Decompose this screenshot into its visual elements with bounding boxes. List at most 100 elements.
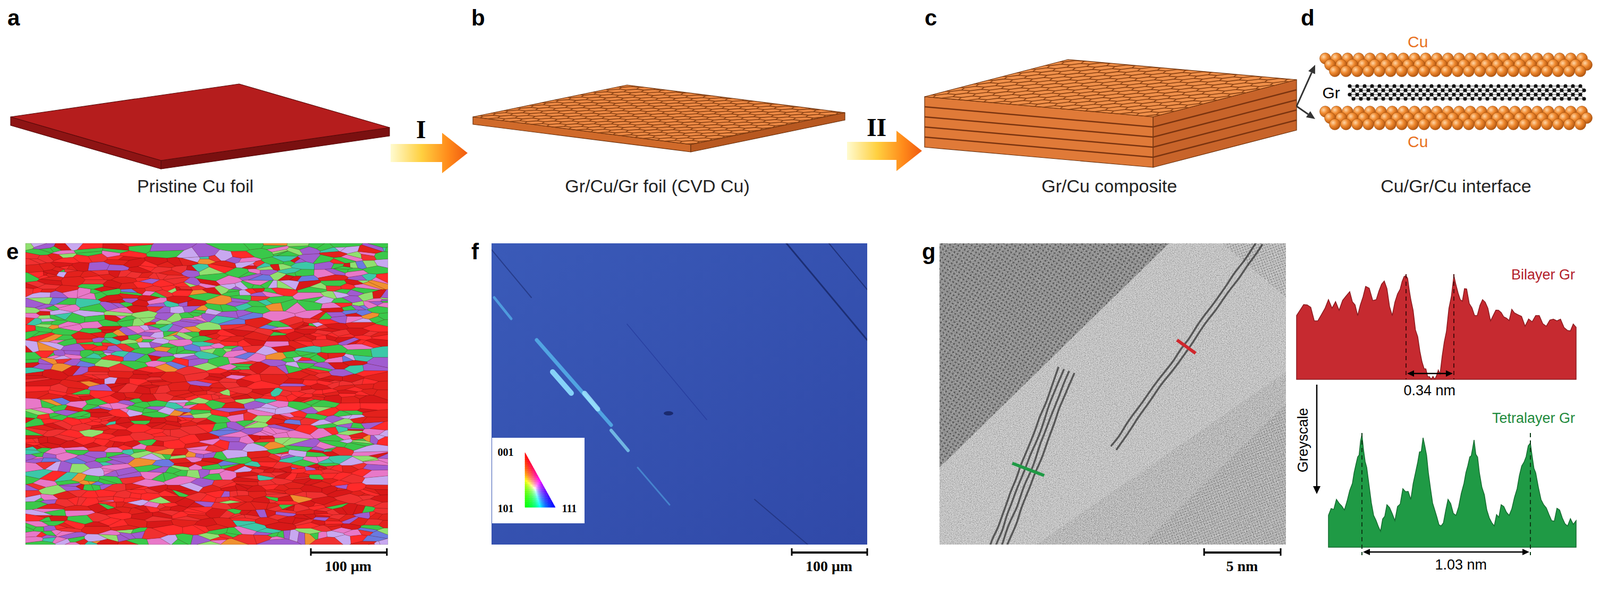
grain (326, 509, 341, 515)
color-key (540, 480, 542, 483)
grain (37, 284, 61, 290)
color-key (534, 477, 536, 480)
grain (339, 514, 356, 522)
grain (354, 335, 373, 341)
grain (372, 502, 388, 510)
grain (40, 289, 56, 293)
carbon-atom (1514, 96, 1519, 101)
grain (263, 243, 288, 246)
streak (754, 499, 808, 545)
grain (178, 286, 192, 290)
carbon-atom (1462, 96, 1467, 101)
color-key (538, 482, 540, 485)
grain (232, 369, 242, 372)
color-key (546, 491, 548, 494)
copper-atom (1385, 119, 1397, 131)
carbon-atom (1514, 88, 1519, 92)
grain (223, 532, 239, 538)
grain (25, 435, 45, 440)
copper-atom (1575, 65, 1587, 78)
streak (584, 393, 598, 410)
orientation-map (491, 243, 868, 545)
carbon-atom (1410, 88, 1415, 92)
grain (310, 519, 326, 526)
grain (98, 406, 113, 411)
grain (75, 454, 97, 463)
grain (251, 388, 276, 396)
grain (146, 302, 166, 308)
grain (166, 346, 178, 355)
grain (310, 481, 332, 489)
copper-atom (1351, 65, 1364, 78)
color-key (536, 477, 538, 480)
copper-atom (1363, 65, 1375, 78)
grain (367, 357, 388, 368)
grain (233, 481, 259, 487)
streak (627, 324, 707, 420)
grain (25, 252, 40, 259)
carbon-atom (1381, 88, 1385, 92)
coated-foil (472, 85, 845, 145)
grain (130, 531, 145, 539)
grain (135, 277, 151, 282)
grain (193, 460, 218, 467)
carbon-atom (1414, 83, 1419, 88)
streak (491, 249, 532, 298)
grain (294, 360, 319, 364)
color-key (535, 473, 537, 476)
carbon-atom (1407, 92, 1411, 97)
grain (128, 334, 143, 341)
grain (236, 378, 255, 388)
color-key (530, 461, 532, 464)
grain (229, 490, 238, 497)
grain (205, 333, 221, 340)
grain (302, 456, 319, 464)
grain (169, 454, 186, 460)
grain (290, 261, 315, 270)
grain (92, 433, 116, 440)
grain (316, 324, 329, 330)
grain (314, 261, 334, 270)
grain (152, 393, 174, 402)
color-key (544, 493, 546, 496)
grain (197, 278, 220, 286)
grain (151, 525, 183, 536)
color-key (541, 489, 543, 492)
grain (264, 509, 276, 518)
grain (84, 541, 98, 545)
color-key (538, 484, 540, 487)
grain (104, 337, 122, 345)
grain (47, 352, 55, 358)
color-key (535, 475, 537, 478)
grain (138, 325, 150, 331)
grain (223, 463, 245, 472)
color-key-inset (492, 437, 585, 524)
grain (266, 246, 290, 253)
grain (231, 361, 258, 365)
grain (362, 260, 378, 268)
copper-atom (1463, 119, 1475, 131)
carbon-atom (1440, 96, 1445, 101)
grain (163, 439, 186, 450)
grain (129, 398, 143, 404)
color-key (534, 470, 536, 473)
color-key (528, 461, 530, 464)
grain (139, 453, 163, 461)
grain (25, 469, 54, 479)
carbon-atom (1455, 88, 1460, 92)
copper-atom (1463, 65, 1475, 78)
color-key (542, 486, 544, 489)
grain (335, 402, 361, 411)
color-key (536, 480, 538, 483)
grain (25, 521, 49, 528)
carbon-atom (1563, 92, 1568, 97)
grain (40, 442, 61, 449)
color-key (542, 491, 544, 494)
carbon-atom (1470, 88, 1475, 92)
grain (195, 305, 208, 311)
color-key (546, 498, 548, 501)
color-key (536, 475, 538, 478)
carbon-atom (1448, 88, 1452, 92)
color-key (547, 493, 549, 496)
